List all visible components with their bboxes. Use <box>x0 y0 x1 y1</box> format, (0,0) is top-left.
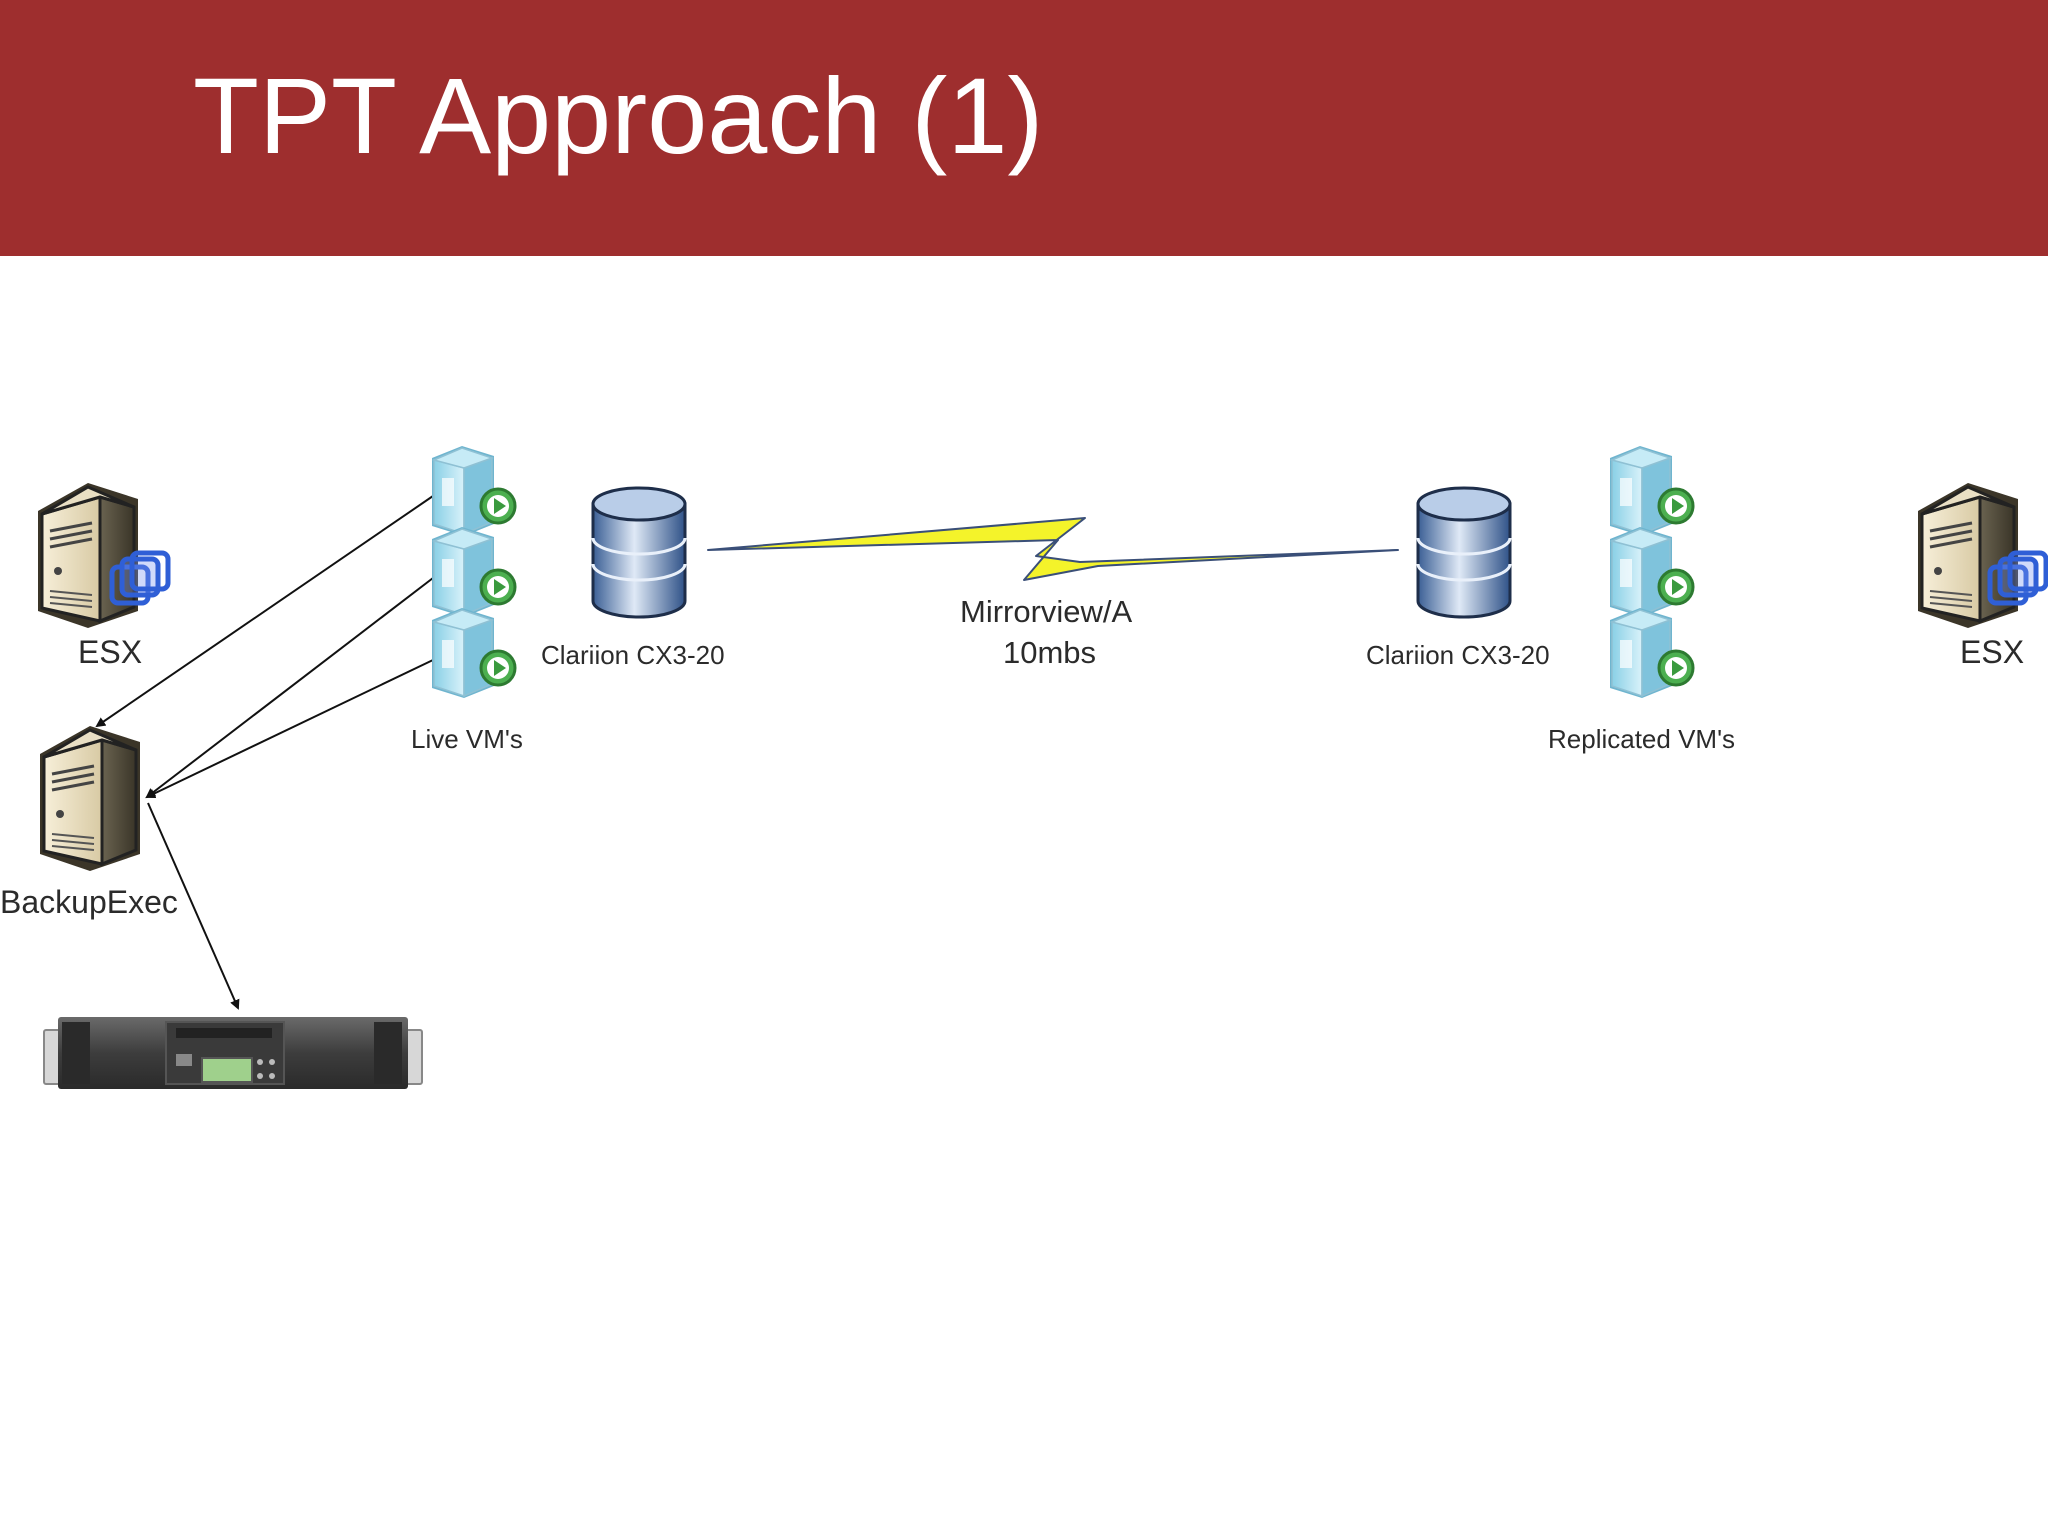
backupexec-server-icon <box>38 724 142 873</box>
connector-lines <box>95 495 434 1010</box>
primary-storage-database-icon <box>591 486 687 619</box>
title-bar: TPT Approach (1) <box>0 0 2048 256</box>
live-vms-label: Live VM's <box>411 724 523 754</box>
right-esx-server-icon <box>1916 481 2020 630</box>
lightning-link-icon <box>707 517 1399 581</box>
left-esx-server-icon <box>36 481 140 630</box>
slide-title: TPT Approach (1) <box>193 55 1044 176</box>
live-vms-stack-icon <box>430 444 517 700</box>
replica-storage-label: Clariion CX3-20 <box>1366 640 1550 670</box>
tape-library-icon <box>43 1017 423 1089</box>
replica-storage-database-icon <box>1416 486 1512 619</box>
replicated-vms-label: Replicated VM's <box>1548 724 1736 754</box>
link-label-protocol: Mirrorview/A <box>960 594 1133 629</box>
replicated-vms-stack-icon <box>1608 444 1695 700</box>
backupexec-label: BackupExec <box>0 884 178 920</box>
primary-storage-label: Clariion CX3-20 <box>541 640 725 670</box>
left-esx-label: ESX <box>78 634 143 670</box>
right-esx-label: ESX <box>1960 634 2025 670</box>
link-label-bandwidth: 10mbs <box>1003 635 1097 670</box>
